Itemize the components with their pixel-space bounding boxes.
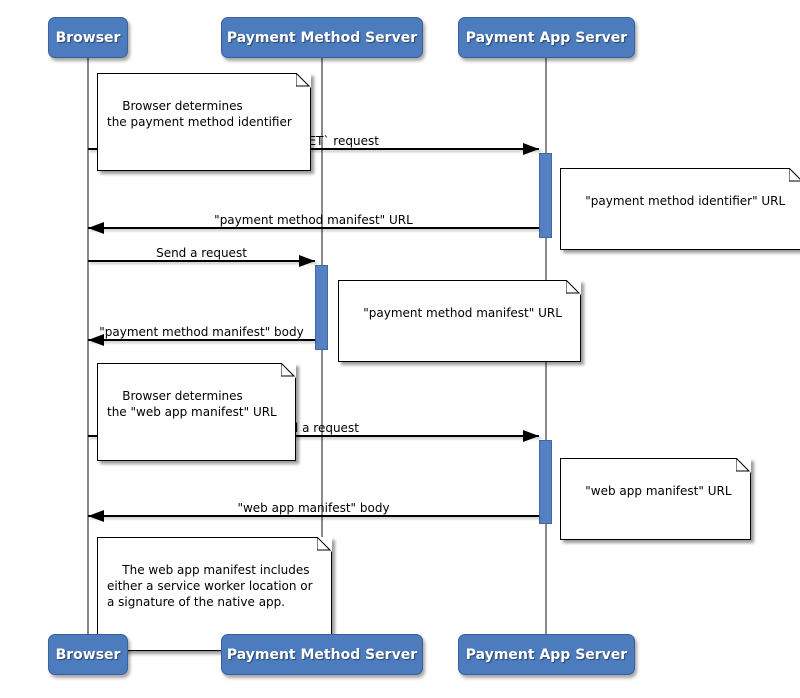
message-line [88,435,539,437]
actor-payment-method-server-top: Payment Method Server [221,17,423,58]
actor-browser-bottom: Browser [48,634,128,675]
message-line [88,227,539,229]
activation-payment-method-server [315,265,328,350]
note-fold-icon [789,168,800,182]
note-fold-icon [565,280,581,295]
message-label: "payment method manifest" body [99,325,304,339]
actor-payment-app-server-bottom: Payment App Server [458,634,635,675]
note-fold-icon [295,73,311,88]
note-web-app-manifest-url: "web app manifest" URL [560,458,751,540]
actor-payment-app-server-top: Payment App Server [458,17,635,58]
lifeline-browser [87,58,89,634]
note-text: "web app manifest" URL [585,484,732,498]
activation-payment-app-server-2 [539,440,552,524]
message-line [88,260,315,262]
note-fold-icon [316,537,332,552]
note-payment-method-manifest-url: "payment method manifest" URL [338,280,581,362]
arrowhead-right-icon [523,143,539,155]
arrowhead-left-icon [88,334,104,346]
message-label: Send a request [156,246,247,260]
activation-payment-app-server-1 [539,153,552,238]
message-label: "web app manifest" body [237,501,390,515]
note-browser-determines-identifier: Browser determines the payment method id… [97,73,311,171]
message-send-request-method-server: Send a request [88,243,315,269]
note-fold-icon [280,363,296,378]
arrowhead-right-icon [523,430,539,442]
note-text: The web app manifest includes either a s… [107,563,313,609]
arrowhead-left-icon [88,222,104,234]
message-line [88,339,315,341]
arrowhead-right-icon [299,255,315,267]
note-payment-method-identifier-url: "payment method identifier" URL [560,168,800,250]
note-browser-determines-web-app-manifest: Browser determines the "web app manifest… [97,363,296,461]
note-text: "payment method identifier" URL [585,194,786,208]
message-label: "payment method manifest" URL [214,213,413,227]
message-payment-method-manifest-body: "payment method manifest" body [88,322,315,348]
message-web-app-manifest-body: "web app manifest" body [88,498,539,524]
message-line [88,515,539,517]
note-text: Browser determines the payment method id… [107,99,292,129]
arrowhead-left-icon [88,510,104,522]
note-fold-icon [735,458,751,473]
note-text: Browser determines the "web app manifest… [107,389,277,419]
note-web-app-manifest-includes: The web app manifest includes either a s… [97,537,332,651]
note-text: "payment method manifest" URL [363,306,562,320]
message-line [88,148,539,150]
message-payment-method-manifest-url: "payment method manifest" URL [88,210,539,236]
actor-browser-top: Browser [48,17,128,58]
actor-payment-method-server-bottom: Payment Method Server [221,634,423,675]
